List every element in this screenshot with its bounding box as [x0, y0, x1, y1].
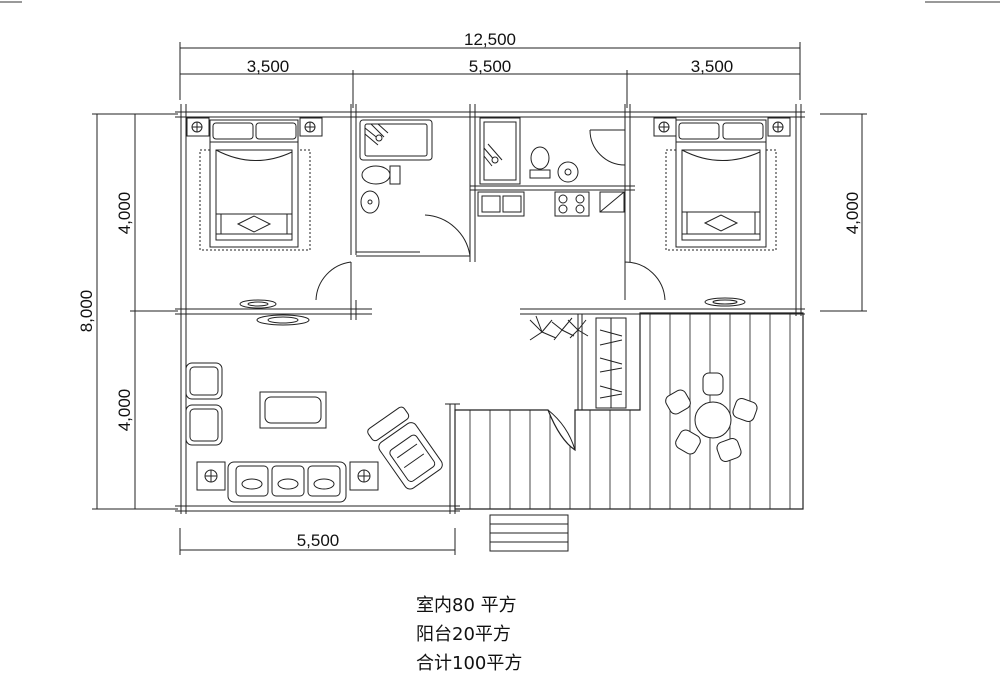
dining-set: [665, 372, 758, 462]
dimension-lines: [92, 42, 867, 555]
ceiling-lamps: [239, 297, 746, 326]
dim-right-room-width: 3,500: [691, 57, 734, 76]
doors: [315, 129, 666, 301]
coffee-table: [259, 391, 327, 429]
area-indoor: 室内80 平方: [416, 595, 517, 616]
recliner-chair: [367, 406, 443, 490]
dim-overall-depth: 8,000: [77, 290, 96, 333]
dim-living-room-width: 5,500: [297, 531, 340, 550]
armchairs: [185, 362, 223, 446]
bathroom-left-fixtures: [359, 119, 433, 214]
dim-left-room-width: 3,500: [247, 57, 290, 76]
dim-left-lower-depth: 4,000: [115, 389, 134, 432]
area-total: 合计100平方: [416, 653, 523, 674]
right-bedroom-bed: [653, 117, 791, 251]
balcony-deck: [454, 312, 804, 510]
wardrobe: [595, 317, 627, 409]
area-balcony: 阳台20平方: [416, 624, 511, 645]
potted-plants: [529, 315, 589, 341]
dim-left-upper-depth: 4,000: [115, 192, 134, 235]
dim-right-upper-depth: 4,000: [843, 192, 862, 235]
walls: [175, 104, 805, 514]
dim-center-width: 5,500: [469, 57, 512, 76]
entry-steps: [489, 514, 569, 552]
left-bedroom-bed: [186, 117, 323, 251]
dim-overall-width: 12,500: [464, 30, 516, 49]
kitchen-counter: [477, 191, 625, 217]
bathroom-right-fixtures: [479, 117, 579, 185]
sofa: [196, 461, 379, 503]
